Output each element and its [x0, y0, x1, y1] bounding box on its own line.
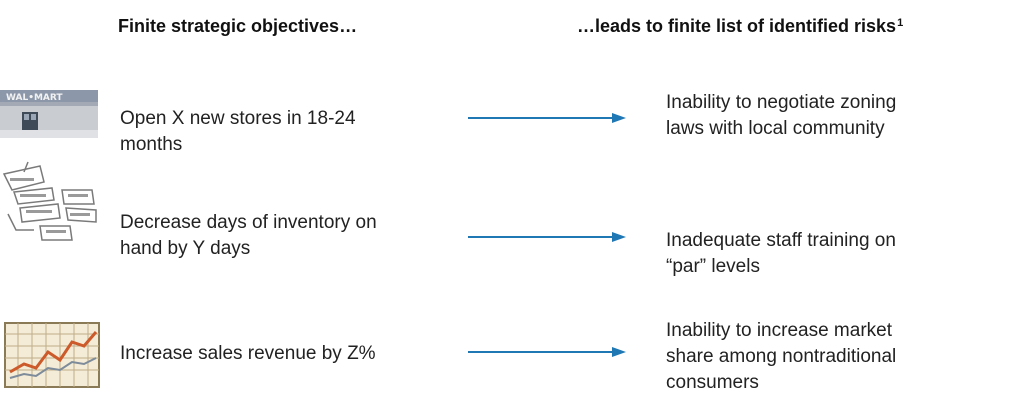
objective-2-line2: hand by Y days [120, 238, 251, 259]
objective-2: Decrease days of inventory on hand by Y … [120, 210, 377, 262]
sales-chart-icon [4, 322, 100, 388]
store-building-icon: WAL•MART [0, 90, 98, 138]
risks-header-text: …leads to finite list of identified risk… [577, 16, 897, 36]
inventory-sheet-icon [0, 160, 102, 246]
objectives-header: Finite strategic objectives… [118, 16, 358, 36]
risk-2-line1: Inadequate staff training on [666, 230, 896, 251]
risk-2-line2: “par” levels [666, 256, 760, 277]
risk-3: Inability to increase market share among… [666, 318, 896, 396]
risk-3-line1: Inability to increase market [666, 320, 892, 341]
risk-1-line1: Inability to negotiate zoning [666, 92, 897, 113]
arrow-1 [468, 113, 626, 123]
risk-1: Inability to negotiate zoning laws with … [666, 90, 896, 142]
risk-3-line2: share among nontraditional [666, 346, 897, 367]
risk-2: Inadequate staff training on “par” level… [666, 228, 896, 280]
risk-3-line3: consumers [666, 372, 759, 393]
objective-1: Open X new stores in 18-24 months [120, 106, 356, 158]
objective-3: Increase sales revenue by Z% [120, 341, 376, 367]
objective-1-line1: Open X new stores in 18-24 [120, 108, 356, 129]
arrow-2 [468, 232, 626, 242]
svg-text:WAL•MART: WAL•MART [6, 93, 63, 103]
risks-header: …leads to finite list of identified risk… [577, 16, 903, 37]
arrow-3 [468, 347, 626, 357]
objective-1-line2: months [120, 134, 183, 155]
objective-3-line1: Increase sales revenue by Z% [120, 343, 376, 364]
footnote-marker: 1 [897, 17, 904, 29]
risk-1-line2: laws with local community [666, 118, 885, 139]
objective-2-line1: Decrease days of inventory on [120, 212, 377, 233]
